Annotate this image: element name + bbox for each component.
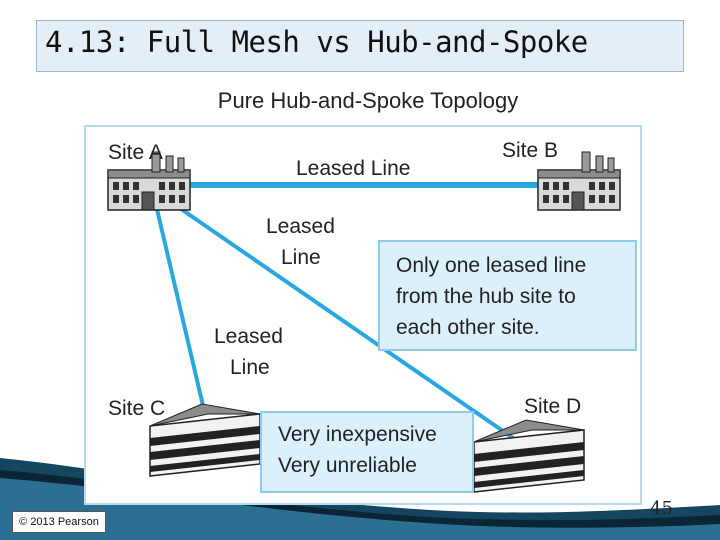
- link-ab-label: Leased Line: [296, 157, 411, 180]
- site-d-label: Site D: [524, 395, 582, 418]
- slide-title-box: 4.13: Full Mesh vs Hub-and-Spoke: [36, 20, 684, 72]
- callout-line: from the hub site to: [396, 285, 576, 308]
- link-a-c: [154, 204, 206, 411]
- copyright-notice: © 2013 Pearson: [12, 511, 106, 533]
- diagram-subtitle-text: Pure Hub-and-Spoke Topology: [217, 88, 519, 113]
- callout-line: Very inexpensive: [278, 423, 437, 446]
- factory-icon: [537, 151, 621, 211]
- office-building-icon: [149, 403, 261, 477]
- site-c-label: Site C: [108, 397, 166, 420]
- link-ac-label-line2: Line: [230, 356, 270, 379]
- link-ad-label-line1: Leased: [266, 215, 335, 238]
- callout-line: Only one leased line: [396, 254, 587, 277]
- link-ac-label-line1: Leased: [214, 325, 283, 348]
- callout-line: Very unreliable: [278, 454, 417, 477]
- site-a-label: Site A: [108, 141, 163, 164]
- office-building-icon: [473, 419, 585, 493]
- diagram-subtitle: Pure Hub-and-Spoke Topology: [0, 88, 720, 114]
- callout-line: each other site.: [396, 316, 540, 339]
- factory-icon: [107, 151, 191, 211]
- callout-hub-description: Only one leased line from the hub site t…: [378, 240, 637, 351]
- callout-cost-reliability: Very inexpensive Very unreliable: [260, 411, 474, 493]
- link-ad-label-line2: Line: [281, 246, 321, 269]
- link-a-d: [166, 198, 518, 442]
- site-b-label: Site B: [502, 139, 559, 162]
- slide-title: 4.13: Full Mesh vs Hub-and-Spoke: [45, 25, 588, 59]
- page-number: 45: [650, 498, 673, 519]
